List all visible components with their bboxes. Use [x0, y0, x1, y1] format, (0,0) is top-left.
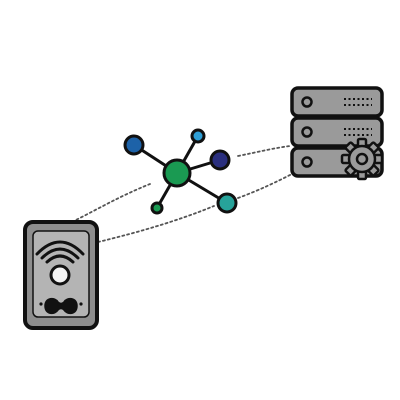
network-node-navy — [209, 149, 231, 171]
connection-lines — [71, 145, 293, 243]
server-unit-1 — [290, 86, 384, 118]
network-node-small-green — [150, 201, 164, 215]
server-rack-icon — [290, 86, 384, 181]
connection-device-to-hub — [71, 183, 151, 223]
network-hub-icon — [123, 128, 238, 215]
network-node-light-blue — [190, 128, 206, 144]
connection-hub-to-server — [237, 145, 291, 157]
sensor-dot — [49, 264, 71, 286]
network-hub-center — [162, 158, 192, 188]
server-unit-2 — [290, 116, 384, 148]
connection-device-to-node — [97, 205, 215, 243]
wireless-signal-icon — [35, 240, 85, 264]
network-node-teal — [216, 192, 238, 214]
connection-node-to-server — [237, 173, 293, 199]
reader-slot — [44, 297, 78, 315]
card-reader-icon — [23, 220, 99, 330]
gear-icon — [340, 137, 384, 181]
network-node-blue — [123, 134, 145, 156]
